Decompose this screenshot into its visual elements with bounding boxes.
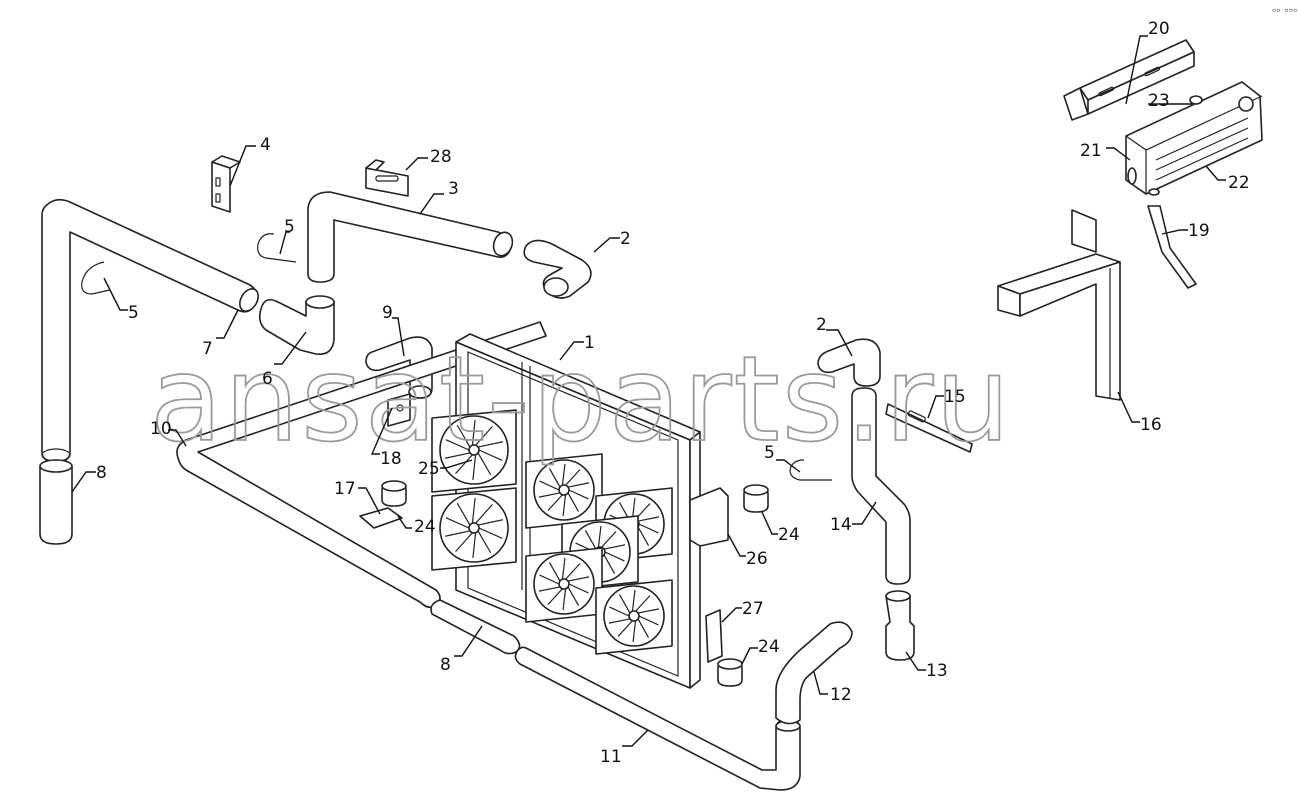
callout-25: 25 (418, 459, 440, 479)
hose-19 (1147, 205, 1197, 289)
pipe-14 (851, 387, 911, 585)
fan-6 (525, 547, 603, 623)
bracket-4 (211, 155, 241, 213)
callout-3: 3 (448, 179, 459, 199)
callout-20: 20 (1148, 19, 1170, 39)
callout-28: 28 (430, 147, 452, 167)
elbow-6 (258, 295, 335, 356)
elbow-9 (365, 336, 433, 399)
callout-17: 17 (334, 479, 356, 499)
heater-unit-21 (1125, 81, 1263, 196)
mount-24-left (381, 480, 407, 507)
callout-24-right: 24 (778, 525, 800, 545)
callout-13: 13 (926, 661, 948, 681)
hose-2-top (523, 239, 592, 299)
uclip-5-left (81, 261, 111, 295)
callout-18: 18 (380, 449, 402, 469)
callout-10: 10 (150, 419, 172, 439)
fan-7 (595, 579, 673, 655)
callout-5-right: 5 (764, 443, 775, 463)
corner-mark: ▫▫ ▫▫▫ (1272, 6, 1297, 14)
callout-5-left: 5 (128, 303, 139, 323)
callout-8-lower: 8 (440, 655, 451, 675)
callout-5-upper: 5 (284, 217, 295, 237)
callout-24-left: 24 (414, 517, 436, 537)
frame-16 (997, 209, 1121, 401)
bracket-15 (885, 403, 973, 453)
callout-numbers: 1 2 2 3 4 5 5 5 6 7 8 8 9 10 11 12 13 14… (96, 19, 1250, 767)
bracket-27 (705, 609, 723, 663)
mount-24-right (743, 484, 769, 513)
callout-1: 1 (584, 333, 595, 353)
bracket-26 (689, 487, 729, 547)
callout-8-left: 8 (96, 463, 107, 483)
pipe-3 (307, 191, 514, 283)
hose-12 (775, 621, 853, 725)
bracket-17 (359, 507, 403, 529)
hose-2-right (817, 338, 881, 387)
callout-11: 11 (600, 747, 622, 767)
sleeve-8-lower (430, 599, 521, 655)
callout-24-bottom: 24 (758, 637, 780, 657)
callout-14: 14 (830, 515, 852, 535)
watermark-text: ansat-parts.ru (150, 330, 1012, 468)
mount-24-bottom (717, 658, 743, 687)
sleeve-8-left (39, 459, 73, 545)
callout-26: 26 (746, 549, 768, 569)
callout-19: 19 (1188, 221, 1210, 241)
sleeve-13 (885, 590, 915, 661)
callout-22: 22 (1228, 173, 1250, 193)
callout-7: 7 (202, 339, 213, 359)
fan-3 (525, 453, 603, 529)
callout-2-top: 2 (620, 229, 631, 249)
fan-1 (431, 409, 517, 493)
uclip-5-right (789, 459, 832, 481)
callout-27: 27 (742, 599, 764, 619)
callout-6: 6 (262, 369, 273, 389)
fan-group-25 (431, 409, 673, 655)
uclip-5-upper (257, 233, 297, 263)
fan-2 (431, 487, 517, 571)
plate-20 (1063, 39, 1195, 121)
callout-leaders (71, 35, 1226, 747)
callout-21: 21 (1080, 141, 1102, 161)
callout-12: 12 (830, 685, 852, 705)
callout-9: 9 (382, 303, 393, 323)
callout-2-right: 2 (816, 315, 827, 335)
callout-23: 23 (1148, 91, 1170, 111)
callout-4: 4 (260, 135, 271, 155)
callout-15: 15 (944, 387, 966, 407)
callout-16: 16 (1140, 415, 1162, 435)
bracket-28 (365, 159, 409, 197)
